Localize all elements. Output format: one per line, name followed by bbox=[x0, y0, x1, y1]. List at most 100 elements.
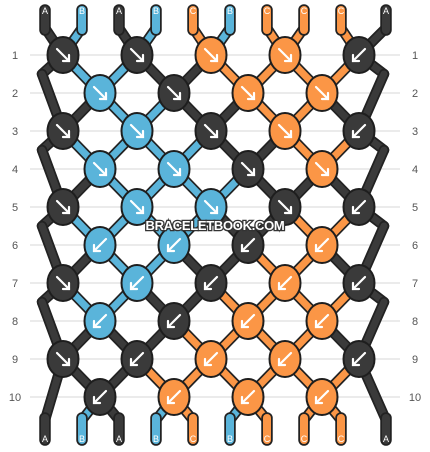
arrow-down-left-icon bbox=[203, 351, 219, 367]
arrow-down-left-icon bbox=[314, 313, 330, 329]
arrow-down-right-icon bbox=[277, 123, 293, 139]
string-letter-bottom: C bbox=[264, 434, 271, 444]
knot bbox=[120, 264, 154, 302]
arrow-down-right-icon bbox=[92, 85, 108, 101]
arrow-down-right-icon bbox=[166, 85, 182, 101]
knot bbox=[231, 226, 265, 264]
knot bbox=[305, 150, 339, 188]
arrow-down-right-icon bbox=[203, 47, 219, 63]
string-letter-top: C bbox=[264, 6, 271, 16]
string-letter-bottom: B bbox=[227, 434, 233, 444]
knot bbox=[120, 112, 154, 150]
knot bbox=[120, 188, 154, 226]
arrow-down-left-icon bbox=[240, 237, 256, 253]
knot bbox=[157, 302, 191, 340]
arrow-down-left-icon bbox=[277, 275, 293, 291]
knot bbox=[83, 150, 117, 188]
arrow-down-right-icon bbox=[203, 123, 219, 139]
knot bbox=[157, 378, 191, 416]
arrow-down-right-icon bbox=[240, 161, 256, 177]
knot bbox=[120, 340, 154, 378]
arrow-down-right-icon bbox=[92, 161, 108, 177]
row-number-right: 2 bbox=[412, 88, 418, 100]
knot bbox=[46, 36, 80, 74]
string-letter-bottom: C bbox=[301, 434, 308, 444]
knot bbox=[194, 340, 228, 378]
arrow-down-right-icon bbox=[55, 47, 71, 63]
arrow-down-left-icon bbox=[129, 275, 145, 291]
arrow-down-left-icon bbox=[92, 237, 108, 253]
knot bbox=[194, 112, 228, 150]
knot bbox=[305, 226, 339, 264]
arrow-down-right-icon bbox=[55, 199, 71, 215]
row-number-left: 2 bbox=[12, 88, 18, 100]
string-letter-top: C bbox=[190, 6, 197, 16]
row-number-right: 4 bbox=[412, 164, 418, 176]
row-number-right: 7 bbox=[412, 278, 418, 290]
arrow-down-right-icon bbox=[203, 199, 219, 215]
arrow-down-right-icon bbox=[129, 47, 145, 63]
knot bbox=[342, 264, 376, 302]
knot bbox=[268, 112, 302, 150]
arrow-down-right-icon bbox=[55, 351, 71, 367]
arrow-down-right-icon bbox=[277, 47, 293, 63]
knot bbox=[231, 302, 265, 340]
knot bbox=[342, 36, 376, 74]
string-letter-top: B bbox=[79, 6, 85, 16]
arrow-down-right-icon bbox=[240, 85, 256, 101]
row-number-right: 3 bbox=[412, 126, 418, 138]
string-letter-bottom: A bbox=[42, 434, 48, 444]
arrow-down-left-icon bbox=[166, 237, 182, 253]
knot bbox=[46, 264, 80, 302]
knot bbox=[268, 36, 302, 74]
string-letter-bottom: B bbox=[79, 434, 85, 444]
string-letter-bottom: C bbox=[190, 434, 197, 444]
knot bbox=[46, 188, 80, 226]
row-number-left: 7 bbox=[12, 278, 18, 290]
row-number-right: 9 bbox=[412, 354, 418, 366]
arrow-down-left-icon bbox=[351, 351, 367, 367]
row-number-left: 9 bbox=[12, 354, 18, 366]
string-letter-top: A bbox=[116, 6, 122, 16]
knot bbox=[231, 74, 265, 112]
string-letter-top: A bbox=[42, 6, 48, 16]
knot bbox=[46, 340, 80, 378]
arrow-down-left-icon bbox=[351, 47, 367, 63]
knot bbox=[83, 226, 117, 264]
arrow-down-left-icon bbox=[240, 389, 256, 405]
arrow-down-right-icon bbox=[166, 161, 182, 177]
knot bbox=[231, 378, 265, 416]
string-letter-bottom: A bbox=[116, 434, 122, 444]
knot bbox=[342, 340, 376, 378]
row-number-left: 3 bbox=[12, 126, 18, 138]
row-number-right: 5 bbox=[412, 202, 418, 214]
arrow-down-right-icon bbox=[277, 199, 293, 215]
row-number-right: 6 bbox=[412, 240, 418, 252]
knot bbox=[268, 264, 302, 302]
knot bbox=[305, 74, 339, 112]
row-number-right: 10 bbox=[409, 392, 421, 404]
arrow-down-right-icon bbox=[55, 275, 71, 291]
knot bbox=[46, 112, 80, 150]
arrow-down-left-icon bbox=[351, 123, 367, 139]
string-letter-top: B bbox=[153, 6, 159, 16]
knot bbox=[305, 302, 339, 340]
arrow-down-left-icon bbox=[92, 389, 108, 405]
row-number-right: 1 bbox=[412, 50, 418, 62]
knot bbox=[83, 378, 117, 416]
string-letter-top: A bbox=[383, 6, 389, 16]
watermark-text: BRACELETBOOK.COM bbox=[146, 218, 285, 233]
arrow-down-left-icon bbox=[203, 275, 219, 291]
knot bbox=[83, 74, 117, 112]
knot bbox=[342, 112, 376, 150]
row-number-left: 4 bbox=[12, 164, 18, 176]
knot bbox=[194, 188, 228, 226]
string-letter-top: B bbox=[227, 6, 233, 16]
row-number-left: 8 bbox=[12, 316, 18, 328]
knot bbox=[120, 36, 154, 74]
string-letter-top: C bbox=[301, 6, 308, 16]
knot bbox=[157, 150, 191, 188]
